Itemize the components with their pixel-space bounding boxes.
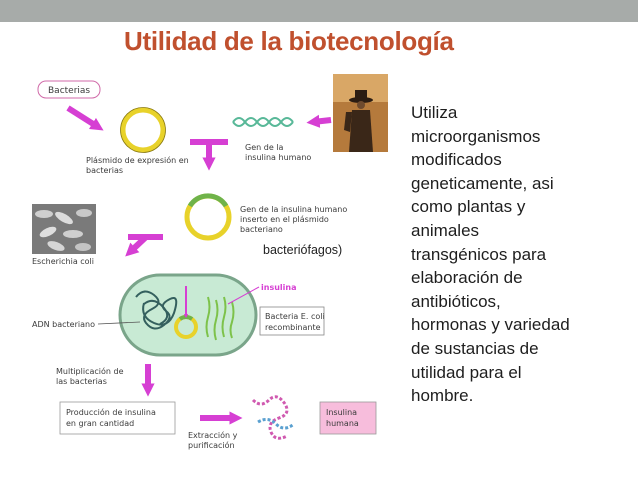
body-line: de sustancias de	[411, 338, 539, 358]
produccion-label-1: Producción de insulina	[66, 407, 156, 417]
top-bar	[0, 0, 638, 22]
produccion-label-2: en gran cantidad	[66, 419, 134, 428]
body-line: hormonas y variedad	[411, 315, 570, 335]
slide-title: Utilidad de la biotecnología	[124, 26, 454, 56]
body-line: Utiliza	[411, 103, 458, 122]
gene-label-1: Gen de la	[245, 143, 284, 152]
body-line: transgénicos para	[411, 244, 547, 264]
bacteriofagos-label: bacteriófagos)	[263, 243, 343, 257]
plasmid-insert-icon	[184, 193, 232, 241]
body-line: animales	[411, 220, 480, 240]
body-line: geneticamente, asi	[411, 173, 554, 193]
insulina-humana-label-2: humana	[326, 419, 359, 428]
cowboy-photo	[333, 74, 388, 152]
body-line: hombre.	[411, 386, 474, 406]
insulina-label: insulina	[261, 283, 296, 292]
body-line: microorganismos	[411, 126, 541, 146]
adn-label: ADN bacteriano	[32, 320, 95, 329]
extraccion-label-1: Extracción y	[188, 430, 238, 440]
inserted-label-3: bacteriano	[240, 225, 283, 234]
gene-label-2: insulina humano	[245, 153, 311, 162]
plasmid-label-1: Plásmido de expresión en	[86, 155, 189, 165]
bacterias-label: Bacterias	[37, 80, 101, 99]
ecoli-micrograph	[32, 204, 96, 254]
arrow-icon	[125, 234, 163, 257]
arrow-icon	[190, 139, 228, 171]
body-line: elaboración de	[411, 268, 523, 288]
plasmid-icon	[120, 107, 166, 153]
arrow-icon	[66, 105, 104, 131]
multiplicacion-label-1: Multiplicación de	[56, 366, 124, 376]
arrow-icon	[306, 114, 332, 128]
dna-helix-icon	[232, 117, 294, 127]
bacterias-text: Bacterias	[48, 86, 90, 96]
multiplicacion-label-2: las bacterias	[56, 377, 107, 386]
inserted-label-1: Gen de la insulina humano	[240, 205, 347, 214]
insulina-humana-label-1: Insulina	[326, 408, 357, 417]
body-line: modificados	[411, 150, 502, 170]
ecoli-label: Escherichia coli	[32, 257, 94, 266]
recombinant-label-2: recombinante	[265, 323, 321, 332]
plasmid-label-2: bacterias	[86, 166, 123, 175]
body-line: utilidad para el	[411, 362, 522, 382]
inserted-label-2: inserto en el plásmido	[240, 215, 329, 224]
body-line: como plantas y	[411, 197, 526, 217]
recombinant-label-1: Bacteria E. coli	[265, 312, 325, 321]
extraccion-label-2: purificación	[188, 440, 235, 450]
body-line: antibióticos,	[411, 291, 501, 311]
insulin-strand-icon	[251, 395, 295, 440]
body-text: Utiliza microorganismos modificados gene…	[411, 101, 626, 408]
insulin-biotech-diagram: Bacterias Plásmido de expresión en bacte…	[32, 74, 388, 450]
bacterium-cell-icon	[118, 273, 258, 357]
